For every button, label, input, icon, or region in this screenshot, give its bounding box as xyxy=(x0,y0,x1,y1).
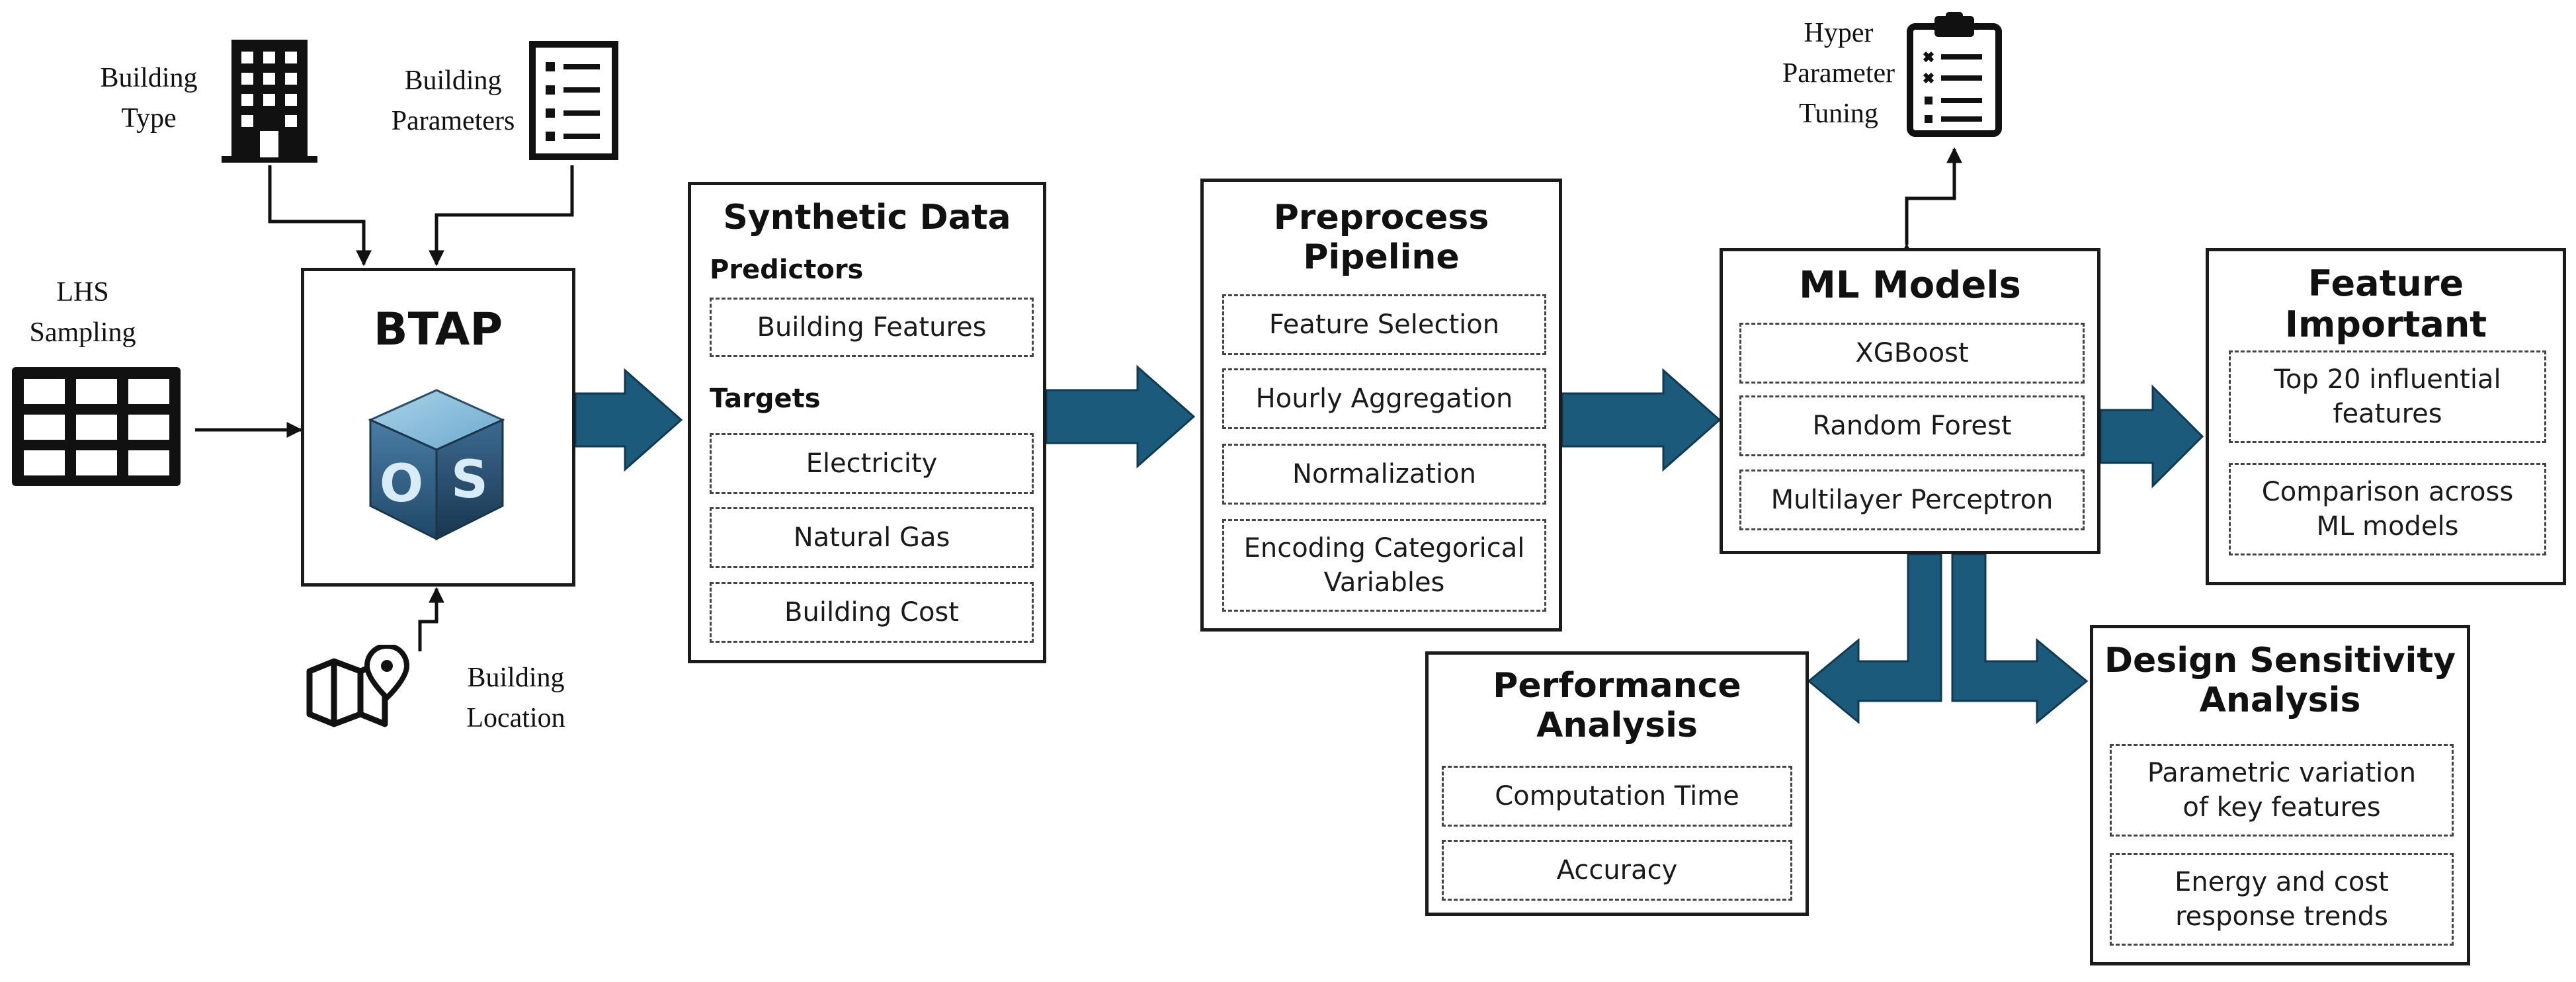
synthetic-data-title: Synthetic Data xyxy=(723,198,1011,237)
target-electricity: Electricity xyxy=(710,433,1034,494)
map-pin-icon xyxy=(306,645,410,727)
performance-item-accuracy: Accuracy xyxy=(1442,840,1792,901)
building-type-label: Building Type xyxy=(100,63,198,134)
synthetic-data-box: Synthetic Data Predictors Building Featu… xyxy=(688,182,1046,663)
ml-models-title: ML Models xyxy=(1799,264,2021,307)
btap-box: BTAP O S xyxy=(301,268,575,587)
design-item-energy-cost: Energy and cost response trends xyxy=(2110,853,2454,946)
feature-item-top20: Top 20 influential features xyxy=(2229,350,2546,443)
arrow-ml-to-performance xyxy=(1807,553,1942,725)
ml-item-mlp: Multilayer Perceptron xyxy=(1739,470,2085,530)
arrow-synthetic-to-preprocess xyxy=(1045,364,1196,469)
building-type-connector xyxy=(268,165,372,266)
performance-box: Performance Analysis Computation Time Ac… xyxy=(1425,651,1809,916)
performance-title: Performance Analysis xyxy=(1493,666,1741,745)
os-cube-logo: O S xyxy=(368,389,505,541)
arrow-btap-to-synthetic xyxy=(574,368,683,472)
btap-title: BTAP xyxy=(373,304,503,356)
checklist-icon xyxy=(529,41,618,160)
design-item-parametric: Parametric variation of key features xyxy=(2110,744,2454,837)
svg-text:S: S xyxy=(451,450,488,510)
predictor-building-features: Building Features xyxy=(710,298,1034,357)
building-parameters-connector xyxy=(429,165,574,266)
arrow-ml-to-design xyxy=(1951,553,2089,725)
design-sensitivity-title: Design Sensitivity Analysis xyxy=(2104,641,2456,720)
feature-important-box: Feature Important Top 20 influential fea… xyxy=(2206,248,2566,585)
hyper-parameter-connector xyxy=(1899,147,1962,259)
preprocess-box: Preprocess Pipeline Feature Selection Ho… xyxy=(1200,179,1562,632)
arrow-preprocess-to-ml xyxy=(1561,368,1722,472)
ml-models-box: ML Models XGBoost Random Forest Multilay… xyxy=(1720,248,2100,554)
preprocess-item-hourly-aggregation: Hourly Aggregation xyxy=(1222,368,1546,429)
ml-item-xgboost: XGBoost xyxy=(1739,323,2085,384)
target-building-cost: Building Cost xyxy=(710,582,1034,643)
preprocess-item-encoding: Encoding Categorical Variables xyxy=(1222,519,1546,612)
predictors-label: Predictors xyxy=(710,255,864,285)
clipboard-icon xyxy=(1907,12,2002,137)
targets-label: Targets xyxy=(710,384,821,414)
building-icon xyxy=(222,40,317,163)
design-sensitivity-box: Design Sensitivity Analysis Parametric v… xyxy=(2090,625,2470,965)
feature-item-comparison: Comparison across ML models xyxy=(2229,463,2546,555)
preprocess-title: Preprocess Pipeline xyxy=(1273,198,1489,277)
building-parameters-label: Building Parameters xyxy=(391,65,515,136)
building-location-label: Building Location xyxy=(466,663,565,733)
ml-item-random-forest: Random Forest xyxy=(1739,395,2085,456)
target-natural-gas: Natural Gas xyxy=(710,507,1034,568)
performance-item-computation-time: Computation Time xyxy=(1442,766,1792,827)
feature-important-title: Feature Important xyxy=(2284,263,2487,346)
arrow-ml-to-feature xyxy=(2099,384,2204,489)
grid-table-icon xyxy=(12,367,181,486)
preprocess-item-feature-selection: Feature Selection xyxy=(1222,294,1546,355)
preprocess-item-normalization: Normalization xyxy=(1222,444,1546,505)
lhs-sampling-label: LHS Sampling xyxy=(29,277,136,348)
location-connector xyxy=(418,587,444,651)
hyper-parameter-label: Hyper Parameter Tuning xyxy=(1782,18,1895,129)
svg-text:O: O xyxy=(380,454,423,514)
